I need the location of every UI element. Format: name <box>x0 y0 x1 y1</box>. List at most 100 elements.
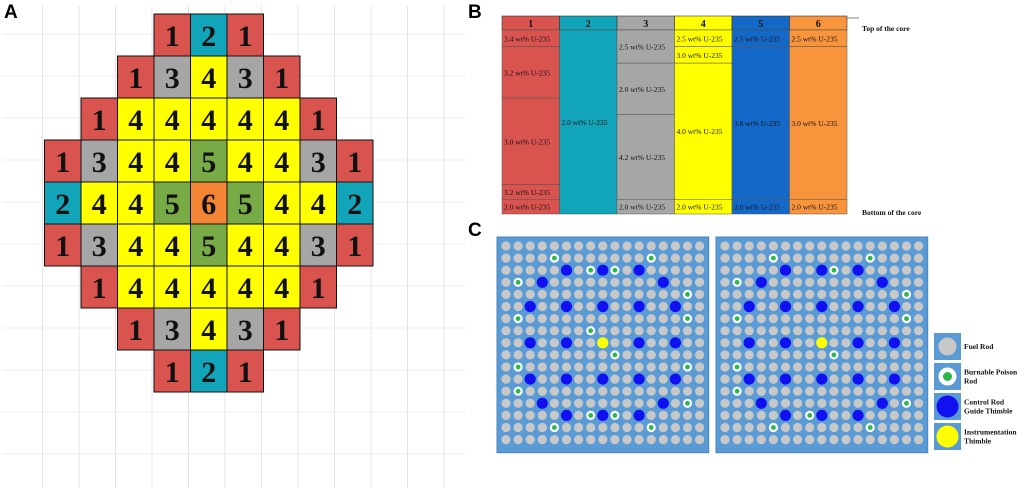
control-rod-guide-thimble <box>816 409 828 421</box>
control-rod-guide-thimble <box>560 337 573 349</box>
svg-text:3: 3 <box>311 146 326 179</box>
core-cell: 4 <box>190 265 228 309</box>
control-rod-guide-thimble <box>633 300 645 313</box>
core-cell: 4 <box>117 139 155 183</box>
svg-text:2: 2 <box>347 188 362 221</box>
core-cell: 1 <box>153 13 191 57</box>
control-rod-guide-thimble <box>633 373 645 385</box>
core-cell: 4 <box>263 223 301 267</box>
core-cell: 1 <box>226 349 264 393</box>
legend-label: Control Rod <box>964 398 1005 407</box>
core-cell: 1 <box>263 307 301 351</box>
svg-text:4: 4 <box>165 146 180 179</box>
zone-label: 2.0 wt% U-235 <box>619 85 665 94</box>
zone-label: 2.0 wt% U-235 <box>677 203 723 212</box>
control-rod-guide-thimble <box>597 409 609 421</box>
svg-text:4: 4 <box>238 272 253 305</box>
core-cell: 4 <box>263 139 301 183</box>
control-rod-guide-thimble <box>524 373 536 385</box>
core-cell: 1 <box>117 55 155 99</box>
core-cell: 4 <box>153 97 191 141</box>
svg-text:4: 4 <box>274 272 289 305</box>
core-cell: 4 <box>117 265 155 309</box>
zone-label: 3.0 wt% U-235 <box>792 119 838 128</box>
zone-label: 2.0 wt% U-235 <box>562 118 608 127</box>
core-cell: 5 <box>226 181 264 225</box>
control-rod-guide-thimble <box>852 337 864 349</box>
core-cell: 5 <box>190 223 228 267</box>
svg-text:4: 4 <box>201 314 216 347</box>
instrumentation-thimble <box>816 337 828 349</box>
legend-label: Rod <box>964 377 978 386</box>
column-header: 2 <box>586 19 591 30</box>
svg-text:4: 4 <box>92 188 107 221</box>
svg-text:3: 3 <box>165 314 180 347</box>
zone-label: 4.2 wt% U-235 <box>619 153 665 162</box>
core-cell: 4 <box>299 181 337 225</box>
svg-text:4: 4 <box>165 104 180 137</box>
svg-text:1: 1 <box>347 146 362 179</box>
legend-label: Burnable Poison <box>964 368 1018 377</box>
core-cell: 3 <box>153 307 191 351</box>
control-rod-guide-thimble <box>669 373 682 385</box>
svg-text:1: 1 <box>274 314 289 347</box>
control-rod-guide-thimble <box>536 397 548 409</box>
core-cell: 1 <box>299 97 337 141</box>
core-cell: 5 <box>190 139 228 183</box>
svg-text:6: 6 <box>201 188 216 221</box>
control-rod-guide-thimble <box>657 276 669 288</box>
svg-text:4: 4 <box>128 104 143 137</box>
control-rod-guide-thimble <box>755 397 767 409</box>
column-header: 5 <box>758 19 763 30</box>
control-rod-guide-thimble <box>524 337 536 349</box>
svg-text:4: 4 <box>165 230 180 263</box>
control-rod-swatch <box>936 395 959 418</box>
svg-text:1: 1 <box>238 20 253 53</box>
core-cell: 4 <box>153 223 191 267</box>
zone-label: 3.8 wt% U-235 <box>734 119 780 128</box>
control-rod-guide-thimble <box>657 397 669 409</box>
core-cell: 4 <box>226 265 264 309</box>
column-header: 1 <box>528 19 533 30</box>
fuel-rod-swatch <box>938 337 957 356</box>
control-rod-guide-thimble <box>876 276 888 288</box>
instrumentation-thimble <box>597 337 609 349</box>
svg-text:1: 1 <box>274 62 289 95</box>
zone-label: 2.5 wt% U-235 <box>792 34 838 43</box>
control-rod-guide-thimble <box>669 337 682 349</box>
legend-label: Thimble <box>964 437 992 446</box>
control-rod-guide-thimble <box>888 337 901 349</box>
zone-label: 3.0 wt% U-235 <box>504 137 550 146</box>
core-cell: 3 <box>80 139 118 183</box>
svg-text:4: 4 <box>201 104 216 137</box>
control-rod-guide-thimble <box>597 264 609 276</box>
control-rod-guide-thimble <box>560 264 573 276</box>
svg-text:4: 4 <box>128 146 143 179</box>
zone-label: 4.0 wt% U-235 <box>677 127 723 136</box>
core-cell: 4 <box>190 55 228 99</box>
core-cell: 2 <box>190 349 228 393</box>
control-rod-guide-thimble <box>560 300 573 313</box>
svg-text:3: 3 <box>311 230 326 263</box>
control-rod-guide-thimble <box>779 264 792 276</box>
core-cell: 3 <box>299 139 337 183</box>
control-rod-guide-thimble <box>852 373 864 385</box>
core-cell: 2 <box>190 13 228 57</box>
svg-text:1: 1 <box>55 230 70 263</box>
instrument-swatch <box>936 425 959 448</box>
svg-text:4: 4 <box>274 230 289 263</box>
svg-text:5: 5 <box>201 230 216 263</box>
svg-text:1: 1 <box>165 356 180 389</box>
svg-text:5: 5 <box>165 188 180 221</box>
control-rod-guide-thimble <box>633 337 645 349</box>
control-rod-guide-thimble <box>852 409 864 421</box>
control-rod-guide-thimble <box>816 264 828 276</box>
control-rod-guide-thimble <box>876 397 888 409</box>
core-cell: 1 <box>153 349 191 393</box>
svg-text:2: 2 <box>201 20 216 53</box>
control-rod-guide-thimble <box>888 373 901 385</box>
